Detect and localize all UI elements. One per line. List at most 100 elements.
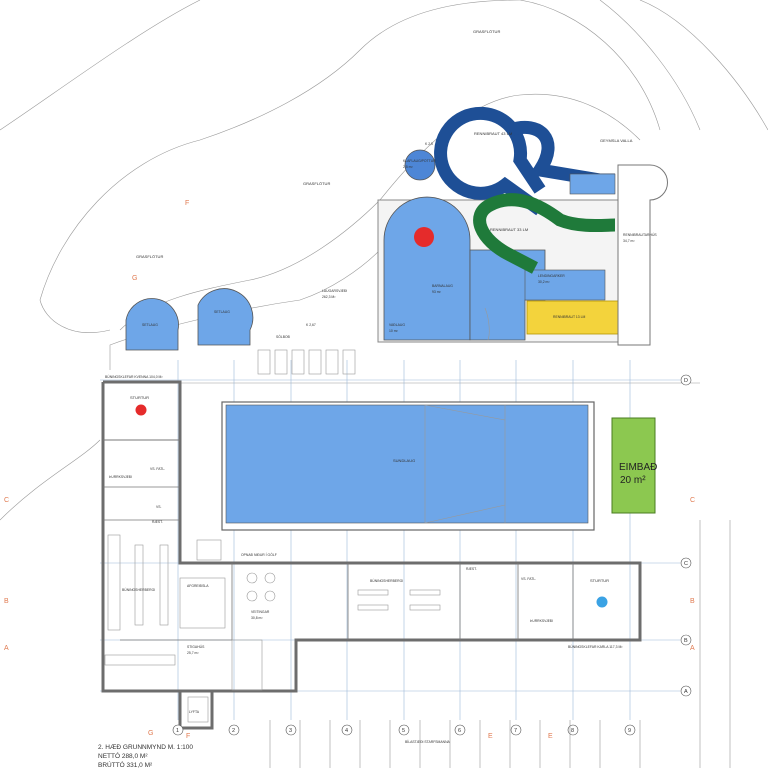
- label-rennibraut-top: RENNIBRAUT 43 LM: [474, 131, 512, 136]
- parking-lines: [269, 520, 731, 768]
- label-barnalaug-area: 93 m²: [432, 290, 442, 294]
- sundlaug-pool: [225, 404, 589, 524]
- label-buningsherbergi-left: BÚNINGSHERBERGI: [122, 587, 155, 592]
- grid-col-6: 6: [458, 728, 461, 734]
- label-afgreidsla: AFGREIÐSLA: [187, 584, 209, 588]
- label-solbod: SÓLBOÐ: [276, 334, 291, 339]
- label-sundlaug: SUNDLAUG: [393, 458, 415, 463]
- label-stigahus-area: 25,7 m²: [187, 651, 199, 655]
- label-klaflaug: KLAFLAUG/POTTUR: [403, 159, 436, 163]
- grid-col-3: 3: [289, 728, 292, 734]
- red-marker-women-shower: [135, 404, 147, 416]
- label-lendingarker-area: 30,2 m²: [538, 280, 550, 284]
- svg-text:A: A: [4, 645, 9, 652]
- label-level-k: K 2,67: [306, 323, 316, 327]
- label-rennibraut-yellow: RENNIBRAUT 13 LM: [553, 315, 586, 319]
- barnalaug-pool: [383, 196, 471, 341]
- label-hurrkvaedi-right: ÞURRKSVÆÐI: [530, 619, 553, 623]
- label-klaflaug-area: 2,5 m²: [403, 165, 413, 169]
- label-bilastaedi: BÍLASTÆÐI STARFSMANNA: [405, 740, 451, 744]
- label-raest-right: RÆST.: [466, 567, 477, 571]
- grid-row-d: D: [684, 378, 688, 384]
- title-line2: NETTÓ 288,0 M²: [98, 751, 148, 760]
- label-vs-left: VS.: [156, 505, 162, 509]
- grid-row-b: B: [684, 638, 688, 644]
- label-rennibrautarhus-area: 34,7 m²: [623, 239, 635, 243]
- grid-col-8: 8: [571, 728, 574, 734]
- label-hurrkvaedi-left: ÞURRKSVÆÐI: [109, 475, 132, 479]
- site-contours: [0, 0, 768, 521]
- label-stigahus: STIGAHÚS: [187, 644, 205, 649]
- sunbeds: [257, 349, 356, 375]
- red-marker-pool: [414, 227, 434, 247]
- label-vadlaug-area: 10 m²: [389, 329, 399, 333]
- label-lyfta: LYFTA: [189, 710, 200, 714]
- outdoor-pool-area: [125, 106, 668, 351]
- section-markers: F G C B A C B A G E E F: [4, 200, 695, 740]
- setlaug-1: [125, 298, 179, 351]
- slide-tower: [617, 164, 668, 346]
- grid-col-2: 2: [232, 728, 235, 734]
- svg-text:B: B: [690, 598, 695, 605]
- grid-col-1: 1: [176, 728, 179, 734]
- grid-col-4: 4: [345, 728, 348, 734]
- svg-text:F: F: [185, 200, 189, 207]
- label-geymsla: GEYMSLA VALLA: [600, 138, 633, 143]
- grid-column-bubbles: 1 2 3 4 5 6 7 8 9: [172, 724, 636, 736]
- svg-text:C: C: [690, 497, 695, 504]
- grid-row-a: A: [684, 689, 688, 695]
- grid-col-9: 9: [628, 728, 631, 734]
- label-setlaug1: SETLAUG: [142, 323, 158, 327]
- label-raest-left: RÆST.: [152, 520, 163, 524]
- label-eimbad: EIMBAÐ: [619, 462, 657, 473]
- label-opnad-nedur: OPNAÐ NIÐUR Í GÓLF: [241, 552, 277, 557]
- svg-text:E: E: [488, 733, 493, 740]
- svg-text:F: F: [186, 733, 190, 740]
- hot-tub-pool: [404, 149, 436, 181]
- label-rennibraut-mid: RENNIBRAUT 33 LM: [490, 227, 528, 232]
- grid-col-7: 7: [514, 728, 517, 734]
- label-buningsklefar-karla: BÚNINGSKLEFAR KARLA 117,3 M²: [568, 644, 623, 649]
- label-laugarsvaedi: LAUGARSVÆÐI: [322, 289, 347, 293]
- label-veitingar-area: 30,8 m²: [251, 616, 263, 620]
- setlaug-2: [197, 288, 254, 346]
- label-barnalaug: BARNALAUG: [432, 284, 453, 288]
- label-buningsklefar-kvenna: BÚNINGSKLEFAR KVENNA 104,0 M²: [105, 374, 163, 379]
- label-sturtur-right: STURTUR: [590, 578, 609, 583]
- eimbad-room: [611, 417, 656, 514]
- svg-text:A: A: [690, 645, 695, 652]
- label-sturtur-left: STURTUR: [130, 395, 149, 400]
- yellow-slide: [526, 300, 620, 335]
- label-laugarsvaedi-area: 262,3 M²: [322, 295, 336, 299]
- grid-col-5: 5: [402, 728, 405, 734]
- grid-row-bubbles: D C B A: [680, 374, 692, 697]
- svg-text:G: G: [132, 275, 137, 282]
- label-vs-fatl-right: VS. FATL.: [521, 577, 536, 581]
- blue-marker-men-shower: [596, 596, 608, 608]
- label-setlaug2: SETLAUG: [214, 310, 230, 314]
- title-line3: BRÚTTÓ 331,0 M²: [98, 760, 153, 768]
- title-line1: 2. HÆÐ GRUNNMYND M. 1:100: [98, 744, 193, 751]
- label-grasflotur-mid: GRASFLÖTUR: [303, 181, 330, 186]
- label-rennibrautarhus: RENNIBRAUTARHÚS: [623, 232, 657, 237]
- label-grasflotur-top: GRASFLÖTUR: [473, 29, 500, 34]
- label-lendingarker: LENDINGARKER: [538, 274, 565, 278]
- svg-text:G: G: [148, 730, 153, 737]
- room-labels: GRASFLÖTUR GRASFLÖTUR GRASFLÖTUR GEYMSLA…: [105, 29, 657, 744]
- label-grasflotur-left: GRASFLÖTUR: [136, 254, 163, 259]
- furniture: [104, 534, 441, 666]
- label-eimbad-area: 20 m²: [620, 475, 646, 486]
- label-vs-fatl-left: VS. FATL.: [150, 467, 165, 471]
- grid-row-c: C: [684, 561, 688, 567]
- green-slide: [473, 193, 616, 274]
- label-vadlaug: VAÐLAUG: [389, 323, 405, 327]
- label-klaflaug-level: K 2,5: [425, 142, 433, 146]
- label-veitingar: VEITINGAR: [251, 610, 270, 614]
- title-block: 2. HÆÐ GRUNNMYND M. 1:100 NETTÓ 288,0 M²…: [98, 744, 193, 768]
- label-buningsherbergi-mid: BÚNINGSHERBERGI: [370, 578, 403, 583]
- svg-text:C: C: [4, 497, 9, 504]
- svg-text:E: E: [548, 733, 553, 740]
- svg-text:B: B: [4, 598, 9, 605]
- building-walls: [101, 380, 642, 730]
